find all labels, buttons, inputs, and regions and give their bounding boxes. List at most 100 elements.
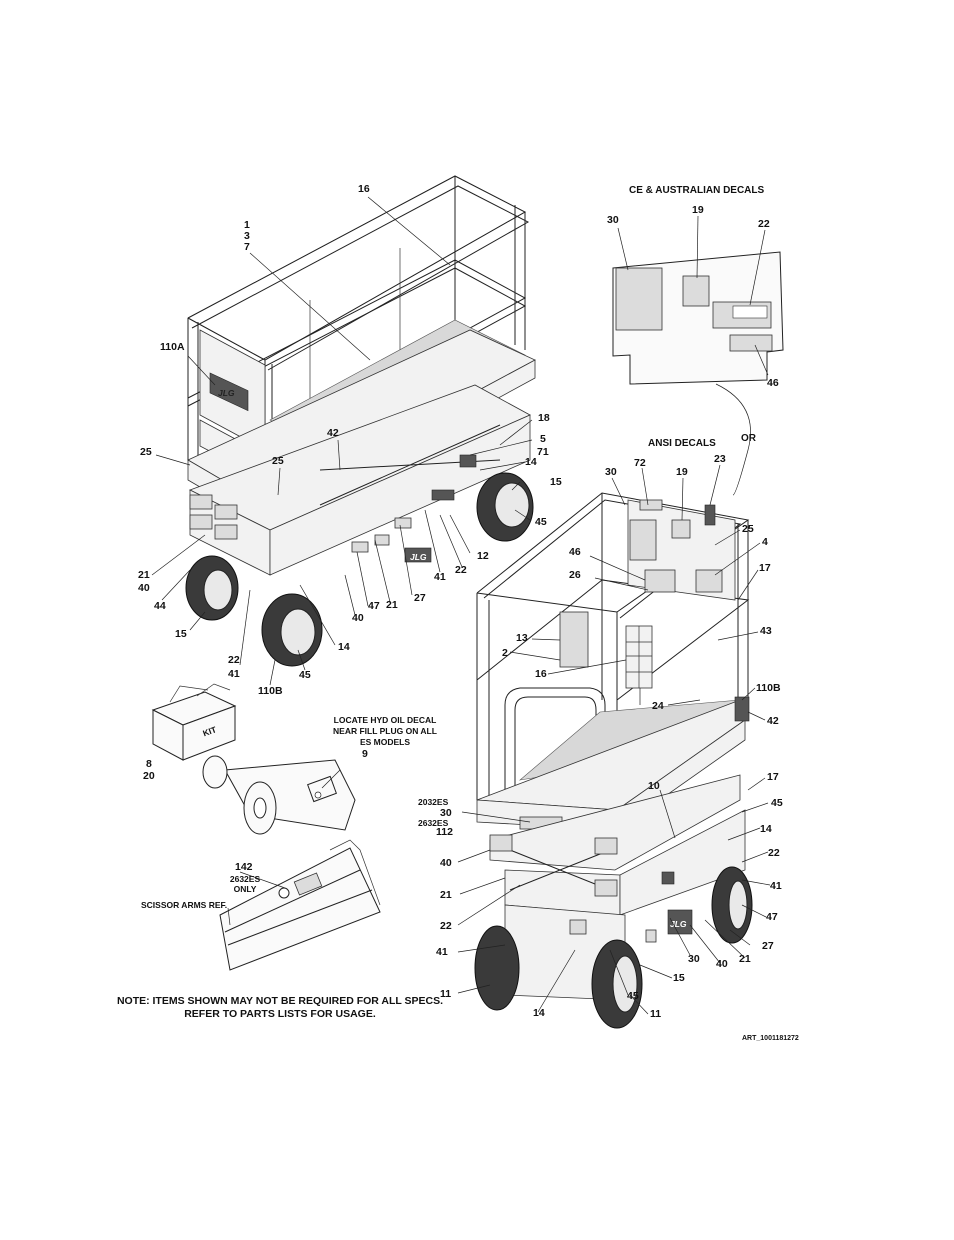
callout: 40	[138, 582, 150, 594]
callout: 40	[716, 958, 728, 970]
callout: 21	[138, 569, 150, 581]
callout: 10	[648, 780, 660, 792]
callout: 11	[650, 1008, 661, 1020]
art-number: ART_1001181272	[742, 1035, 799, 1042]
or-label: OR	[741, 433, 757, 444]
callout: 13	[516, 632, 528, 644]
callout: 22	[768, 847, 780, 859]
callout: 17	[759, 562, 771, 574]
callout: 42	[327, 427, 339, 439]
only-2632es-model: 2632ES	[230, 874, 261, 884]
callout: 21	[386, 599, 398, 611]
decal-grid-24	[626, 626, 652, 688]
left-scissor-lift: JLG JLG	[185, 175, 536, 667]
callout: 21	[739, 953, 751, 965]
callout: 17	[767, 771, 779, 783]
hyd-oil-note-line1: LOCATE HYD OIL DECAL	[334, 715, 437, 725]
callout: 41	[770, 880, 782, 892]
callout: 72	[634, 457, 646, 469]
callout: 16	[535, 668, 547, 680]
callout: 30	[605, 466, 617, 478]
callout: 30	[440, 807, 452, 819]
callout: 4	[762, 536, 768, 548]
callout: 40	[352, 612, 364, 624]
scissor-arms-ref-label: SCISSOR ARMS REF.	[141, 900, 227, 910]
callout: 45	[627, 990, 639, 1002]
callout: 112	[436, 826, 453, 838]
footnote-line1: NOTE: ITEMS SHOWN MAY NOT BE REQUIRED FO…	[117, 995, 443, 1007]
callout: 5	[540, 433, 546, 445]
callout: 110A	[160, 341, 185, 353]
callout: 42	[767, 715, 779, 727]
callout: 9	[362, 748, 368, 760]
right-scissor-lift: JLG	[474, 492, 753, 1029]
callout: 12	[477, 550, 489, 562]
callout: 24	[652, 700, 664, 712]
callout: 47	[766, 911, 778, 923]
callout: 14	[760, 823, 772, 835]
callout: 45	[771, 797, 783, 809]
callout: 22	[455, 564, 467, 576]
callout: 21	[440, 889, 452, 901]
only-word: ONLY	[234, 884, 257, 894]
callout: 14	[533, 1007, 545, 1019]
callout: 41	[228, 668, 240, 680]
leader-lines-right	[457, 464, 771, 1015]
hyd-oil-note-line3: ES MODELS	[360, 737, 410, 747]
callout: 3	[244, 230, 250, 242]
callout: 45	[535, 516, 547, 528]
callout: 71	[537, 446, 549, 458]
callout: 40	[440, 857, 452, 869]
callout: 110B	[756, 682, 781, 694]
callout: 46	[569, 546, 581, 558]
callout: 41	[434, 571, 446, 583]
callout: 26	[569, 569, 581, 581]
callout: 22	[440, 920, 452, 932]
svg-text:JLG: JLG	[410, 552, 427, 562]
svg-text:JLG: JLG	[218, 388, 235, 398]
callout: 11	[440, 988, 451, 1000]
callout: 43	[760, 625, 772, 637]
callout: 1	[244, 219, 250, 231]
hyd-oil-note-line2: NEAR FILL PLUG ON ALL	[333, 726, 437, 736]
hyd-oil-decal-roll	[202, 755, 356, 835]
callout: 110B	[258, 685, 283, 697]
callout: 20	[143, 770, 155, 782]
kit-label: KIT	[201, 724, 218, 738]
callout: 14	[338, 641, 350, 653]
callout: 22	[228, 654, 240, 666]
callout: 25	[140, 446, 152, 458]
callout: 23	[714, 453, 726, 465]
callout: 19	[676, 466, 688, 478]
callout: 7	[244, 241, 250, 253]
callout: 15	[550, 476, 562, 488]
ce-decals-heading: CE & AUSTRALIAN DECALS	[629, 185, 765, 196]
ce-decal-sheet	[612, 251, 784, 385]
callout: 15	[673, 972, 685, 984]
leader-lines	[151, 196, 769, 926]
callout: 44	[154, 600, 166, 612]
svg-text:JLG: JLG	[670, 919, 687, 929]
callout: 27	[414, 592, 426, 604]
callout: 14	[525, 456, 537, 468]
callout: 27	[762, 940, 774, 952]
callout: 25	[272, 455, 284, 467]
model-2032es-label: 2032ES	[418, 797, 449, 807]
model-2632es-label: 2632ES	[418, 818, 449, 828]
callout-labels: 16 1 3 7 110A 25 25 42 18 5 71 14 15 45 …	[138, 183, 783, 1020]
callout: 41	[436, 946, 448, 958]
callout: 22	[758, 218, 770, 230]
callout: 30	[688, 953, 700, 965]
callout: 15	[175, 628, 187, 640]
callout: 25	[742, 523, 754, 535]
callout: 45	[299, 669, 311, 681]
callout: 30	[607, 214, 619, 226]
or-connector-line	[715, 383, 751, 496]
callout: 142	[235, 861, 253, 873]
footnote-line2: REFER TO PARTS LISTS FOR USAGE.	[184, 1008, 376, 1020]
callout: 47	[368, 600, 380, 612]
callout: 46	[767, 377, 779, 389]
callout: 2	[502, 647, 508, 659]
